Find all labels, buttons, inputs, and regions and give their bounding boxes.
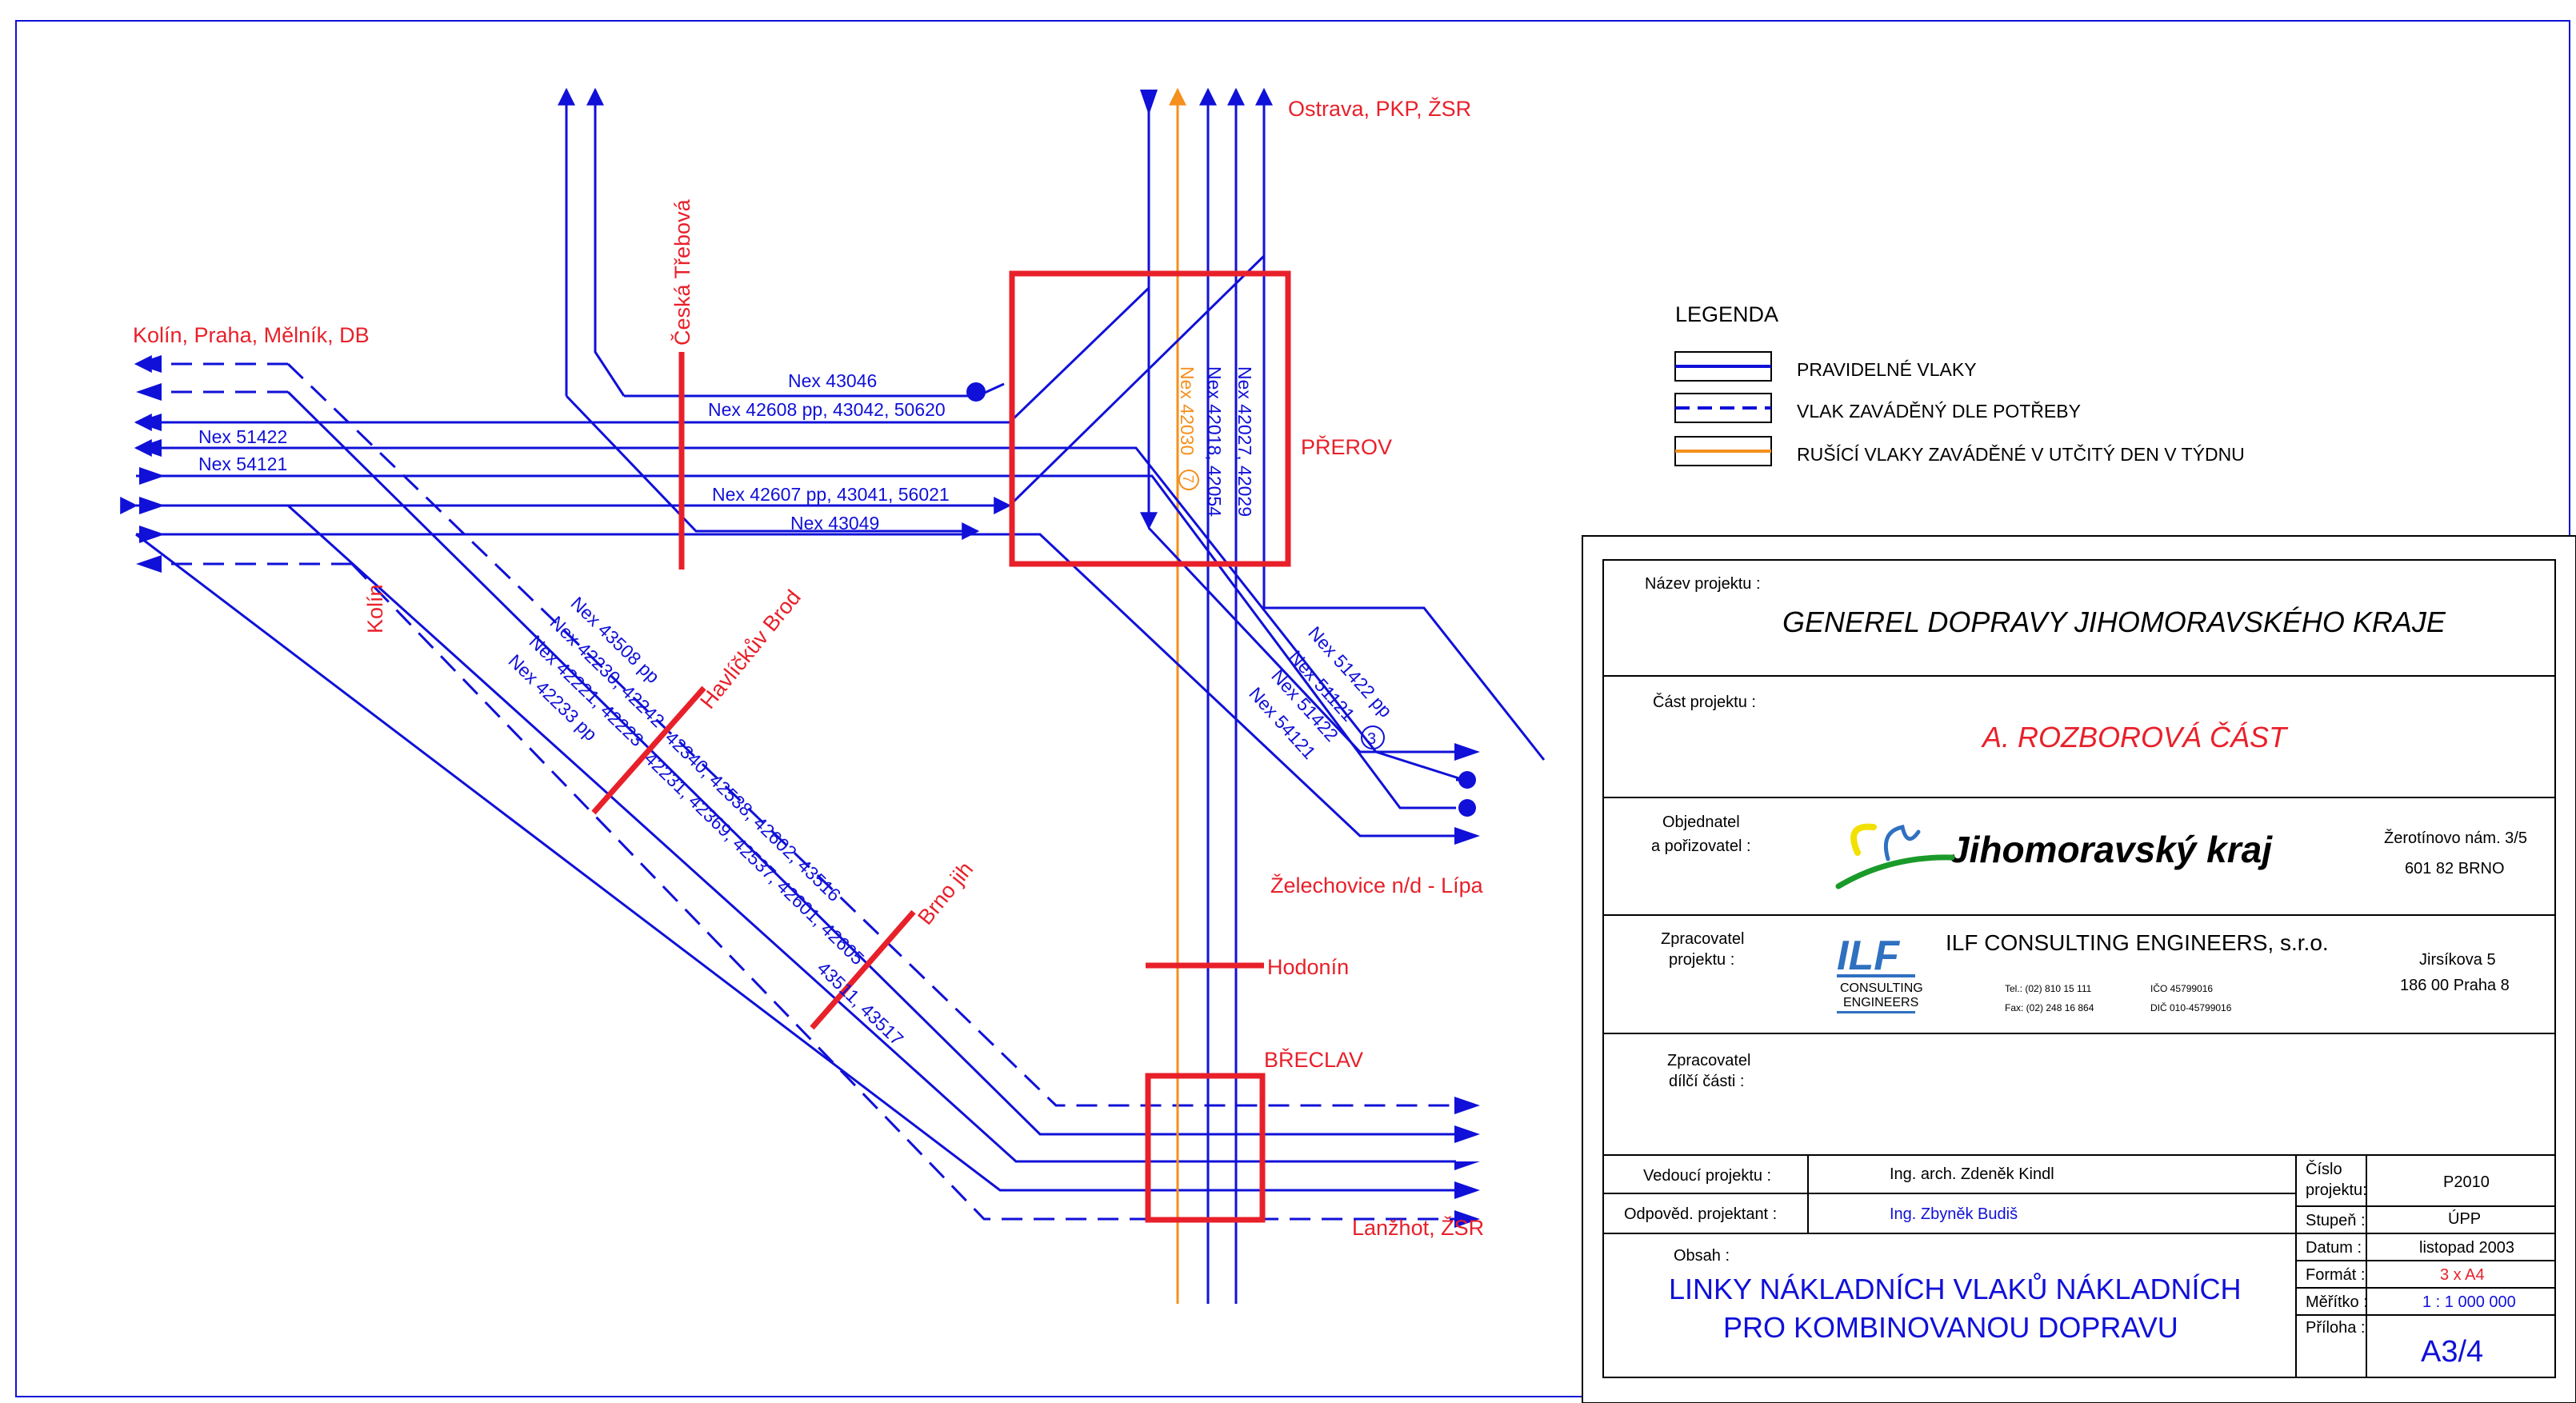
tb-format: 3 x A4: [2440, 1266, 2485, 1284]
tb-project-name-label: Název projektu :: [1645, 575, 1761, 593]
kolin-lines: [134, 414, 1032, 514]
havlickuv-brod-cut: [591, 686, 706, 815]
tb-client-label-2: a pořizovatel :: [1651, 837, 1751, 855]
tb-stage: ÚPP: [2448, 1209, 2481, 1228]
brno-jih-cut: [810, 909, 916, 1030]
train-label-42231: 42231, 42369, 42537, 42601, 42605: [641, 748, 869, 969]
kolin-dashed: [134, 355, 352, 566]
tb-num: P2010: [2443, 1173, 2490, 1191]
label-ceska-trebova: Česká Třebová: [670, 198, 694, 346]
train-label-51422: Nex 51422: [198, 426, 287, 447]
train-label-42607: Nex 42607 pp, 43041, 56021: [712, 484, 950, 505]
zelechovice-ends: [1454, 743, 1480, 845]
tb-processor-name: ILF CONSULTING ENGINEERS, s.r.o.: [1946, 930, 2329, 955]
label-breclav: BŘECLAV: [1264, 1047, 1363, 1072]
tb-date: listopad 2003: [2419, 1239, 2514, 1257]
tb-stage-label: Stupeň :: [2306, 1212, 2366, 1229]
legend-regular: PRAVIDELNÉ VLAKY: [1797, 359, 1977, 380]
tb-client-name: Jihomoravský kraj: [1949, 829, 2273, 870]
jmk-logo: [1835, 823, 1955, 889]
tb-part-label: Část projektu :: [1653, 693, 1756, 711]
label-ostrava: Ostrava, PKP, ŽSR: [1288, 96, 1471, 121]
diagonal-dashed: [286, 362, 1456, 1221]
prerov-box: [1009, 270, 1291, 567]
tb-annex: A3/4: [2421, 1335, 2483, 1369]
breclav-box: [1145, 1073, 1266, 1223]
tb-ilf-sub-1: CONSULTING: [1840, 981, 1923, 995]
label-zelechovice: Želechovice n/d - Lípa: [1270, 873, 1484, 897]
ilf-logo-mark: [1837, 974, 1915, 1013]
ceska-trebova-branch: [558, 87, 1005, 540]
legend-weekly: RUŠÍCÍ VLAKY ZAVÁDĚNÉ V UTČITÝ DEN V TÝD…: [1797, 443, 2245, 465]
tb-part: A. ROZBOROVÁ ČÁST: [1981, 721, 2289, 753]
tb-contents-1: LINKY NÁKLADNÍCH VLAKŮ NÁKLADNÍCH: [1669, 1272, 2242, 1305]
train-label-42030: Nex 42030: [1177, 366, 1198, 455]
tb-dic: DIČ 010-45799016: [2150, 1001, 2232, 1013]
label-lanzhot: Lanžhot, ŽSR: [1352, 1215, 1484, 1240]
tb-responsible: Ing. Zbyněk Budiš: [1890, 1205, 2018, 1223]
tb-scale-label: Měřítko :: [2306, 1293, 2368, 1311]
tb-sub-processor-label-1: Zpracovatel: [1667, 1052, 1751, 1069]
tb-num-label-2: projektu:: [2306, 1181, 2367, 1199]
label-havlickuv-brod: Havlíčkův Brod: [695, 586, 806, 713]
note-circle-3: [1361, 725, 1385, 749]
tb-client-label-1: Objednatel: [1662, 813, 1740, 831]
tb-ilf-sub-2: ENGINEERS: [1843, 996, 1918, 1009]
train-label-43046: Nex 43046: [788, 370, 877, 391]
tb-contents-2: PRO KOMBINOVANOU DOPRAVU: [1723, 1311, 2178, 1344]
tb-responsible-label: Odpověd. projektant :: [1624, 1205, 1777, 1223]
tb-fax: Fax: (02) 248 16 864: [2005, 1002, 2094, 1013]
train-label-54121: Nex 54121: [198, 454, 287, 474]
tb-client-addr-1: Žerotínovo nám. 3/5: [2384, 829, 2527, 847]
tb-format-label: Formát :: [2306, 1266, 2365, 1284]
tb-sub-processor-label-2: dílčí části :: [1669, 1073, 1744, 1090]
tb-processor-label-1: Zpracovatel: [1661, 930, 1745, 948]
label-prerov: PŘEROV: [1301, 434, 1392, 459]
lanzhot-arrows: [1454, 1097, 1480, 1228]
tb-manager: Ing. arch. Zdeněk Kindl: [1890, 1165, 2054, 1183]
tb-processor-addr-2: 186 00 Praha 8: [2400, 977, 2510, 994]
tb-tel: Tel.: (02) 810 15 111: [2005, 983, 2092, 994]
kolin-arrows: [136, 355, 165, 573]
terminal-dot-43046: [966, 382, 986, 402]
ostrava-lines: [1140, 87, 1273, 1304]
tb-client-addr-2: 601 82 BRNO: [2405, 860, 2505, 877]
tb-processor-label-2: projektu :: [1669, 951, 1734, 969]
tb-contents-label: Obsah :: [1674, 1247, 1730, 1265]
tb-ico: IČO 45799016: [2150, 982, 2213, 994]
note-circle-7-text: 7: [1180, 475, 1196, 483]
legend-title: LEGENDA: [1675, 302, 1778, 326]
legend-on-demand: VLAK ZAVÁDĚNÝ DLE POTŘEBY: [1797, 401, 2081, 422]
label-kolin: Kolín: [363, 584, 387, 634]
tb-scale: 1 : 1 000 000: [2422, 1293, 2516, 1311]
tb-manager-label: Vedoucí projektu :: [1643, 1167, 1771, 1185]
train-label-42340: 42340, 42538, 42602, 43516: [662, 727, 846, 905]
label-hodonin: Hodonín: [1267, 955, 1349, 979]
note-circle-7: [1178, 470, 1199, 490]
title-block: [1582, 535, 2576, 1403]
tb-num-label-1: Číslo: [2306, 1160, 2342, 1178]
train-label-42018: Nex 42018, 42054: [1204, 366, 1225, 517]
prerov-diagonals: [1008, 254, 1546, 837]
diagonal-lines: [135, 390, 1456, 1192]
train-label-43049: Nex 43049: [790, 513, 879, 534]
train-label-42608: Nex 42608 pp, 43042, 50620: [708, 399, 946, 420]
label-kolin-praha: Kolín, Praha, Mělník, DB: [133, 323, 370, 347]
note-circle-3-text: 3: [1367, 730, 1376, 748]
tb-ilf-logo: ILF: [1837, 933, 1900, 979]
tb-processor-addr-1: Jirsíkova 5: [2419, 951, 2496, 969]
legend: LEGENDA PRAVIDELNÉ VLAKY VLAK ZAVÁDĚNÝ D…: [1674, 302, 2245, 466]
tb-annex-label: Příloha :: [2306, 1319, 2365, 1337]
train-label-42027: Nex 42027, 42029: [1234, 366, 1255, 517]
tb-project-name: GENEREL DOPRAVY JIHOMORAVSKÉHO KRAJE: [1782, 606, 2446, 638]
label-brno-jih: Brno jih: [913, 857, 978, 929]
tb-date-label: Datum :: [2306, 1239, 2362, 1257]
